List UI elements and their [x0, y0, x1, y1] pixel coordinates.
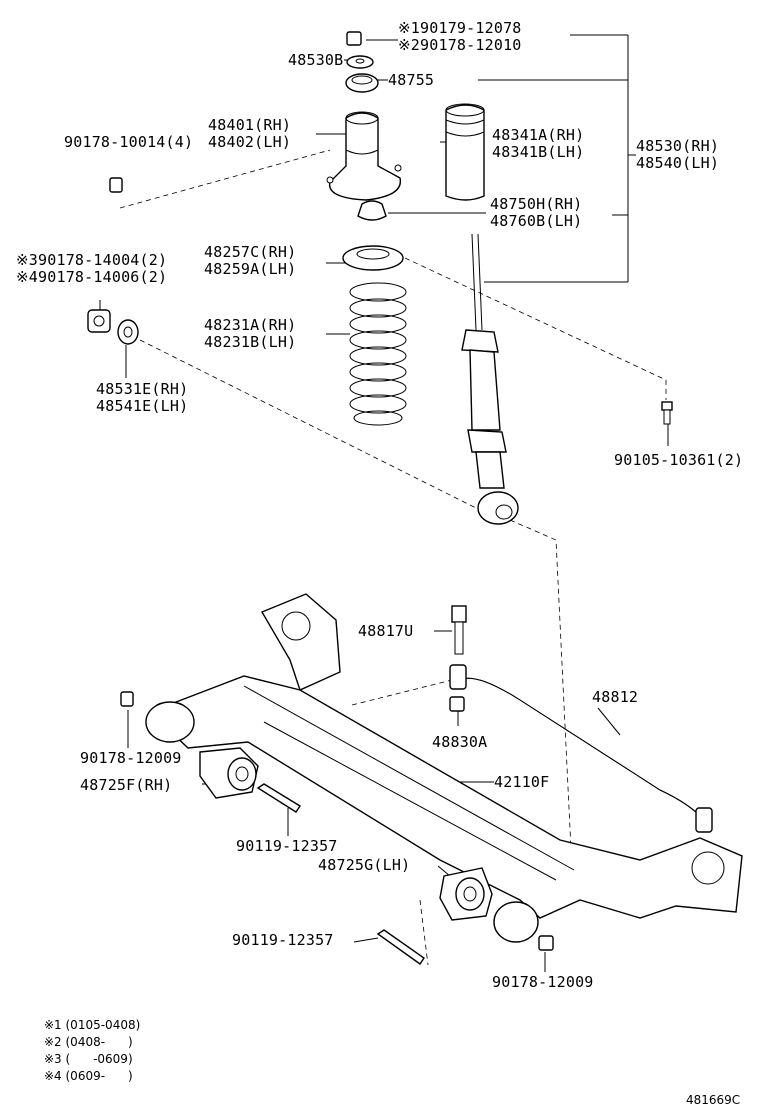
lower-insulator — [117, 319, 139, 345]
label-bush-rh: 48725F(RH) — [80, 776, 173, 794]
bolt-90119-a — [256, 783, 301, 813]
label-nut-48830a: 48830A — [432, 733, 488, 751]
label-nut-4: ※490178-14006(2) — [16, 268, 168, 286]
leader-lines — [99, 34, 669, 972]
bolt-48817u — [451, 605, 467, 655]
label-retainer-lh: 48760B(LH) — [490, 212, 583, 230]
nut-small — [109, 177, 123, 193]
footnote-4: ※4 (0609- ) — [44, 1069, 133, 1083]
bush-rh — [199, 747, 259, 799]
label-bolt-90105: 90105-10361(2) — [614, 451, 744, 469]
label-support-rh: 48401(RH) — [208, 116, 292, 134]
label-washer-48530b: 48530B — [288, 51, 344, 69]
label-bush-lh: 48725G(LH) — [318, 856, 411, 874]
upper-insulator — [342, 245, 404, 271]
label-cushion-48755: 48755 — [388, 71, 435, 89]
upper-nut — [346, 31, 362, 46]
bush-lh — [439, 867, 493, 921]
label-nut-90178-12009-a: 90178-12009 — [80, 749, 182, 767]
bump-stopper — [445, 103, 485, 201]
label-spring-lh: 48231B(LH) — [204, 333, 297, 351]
nut-14004 — [87, 309, 111, 333]
label-retainer-rh: 48750H(RH) — [490, 195, 583, 213]
footnote-1: ※1 (0105-0408) — [44, 1018, 141, 1032]
label-nut-90178-12009-b: 90178-12009 — [492, 973, 594, 991]
label-bolt-48817u: 48817U — [358, 622, 414, 640]
cushion — [345, 73, 379, 93]
footnote-3: ※3 ( -0609) — [44, 1052, 133, 1066]
axle-beam — [145, 593, 743, 943]
nut-48830a — [449, 696, 465, 712]
assembly-lines — [119, 149, 667, 966]
washer — [346, 55, 374, 69]
shock-absorber — [461, 233, 519, 525]
label-bumper-rh: 48341A(RH) — [492, 126, 585, 144]
coil-spring — [349, 282, 407, 426]
bolt-90105 — [661, 401, 673, 425]
retainer — [357, 200, 387, 221]
label-lower-insulator-rh: 48531E(RH) — [96, 380, 189, 398]
shock-support — [326, 111, 402, 201]
footnote-2: ※2 (0408- ) — [44, 1035, 133, 1049]
label-lower-insulator-lh: 48541E(LH) — [96, 397, 189, 415]
stabilizer-bar — [449, 664, 713, 833]
label-nut-top-2: ※290178-12010 — [398, 36, 522, 54]
bolt-90119-b — [376, 929, 425, 965]
label-beam-42110f: 42110F — [494, 773, 550, 791]
label-insulator-lh: 48259A(LH) — [204, 260, 297, 278]
label-bolt-90119-a: 90119-12357 — [236, 837, 338, 855]
label-spring-rh: 48231A(RH) — [204, 316, 297, 334]
nut-12009-b — [538, 935, 554, 951]
label-absorber-rh: 48530(RH) — [636, 137, 720, 155]
label-nut-90178-10014: 90178-10014(4) — [64, 133, 194, 151]
label-insulator-rh: 48257C(RH) — [204, 243, 297, 261]
label-nut-top-1: ※190179-12078 — [398, 19, 522, 37]
label-bolt-90119-b: 90119-12357 — [232, 931, 334, 949]
nut-12009-a — [120, 691, 134, 707]
label-support-lh: 48402(LH) — [208, 133, 292, 151]
diagram-reference-code: 481669C — [686, 1093, 741, 1107]
label-nut-3: ※390178-14004(2) — [16, 251, 168, 269]
label-bumper-lh: 48341B(LH) — [492, 143, 585, 161]
label-stabilizer-48812: 48812 — [592, 688, 639, 706]
label-absorber-lh: 48540(LH) — [636, 154, 720, 172]
